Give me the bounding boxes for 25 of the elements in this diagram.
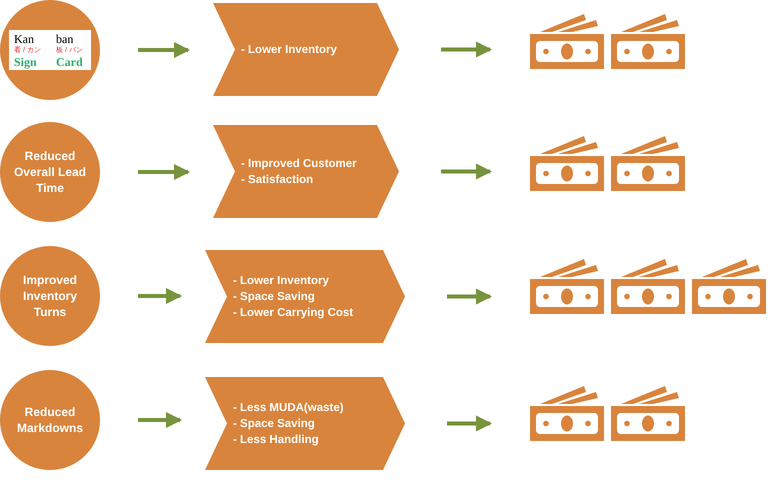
kanban-card <box>9 30 91 70</box>
bullet-text: - Space Saving <box>233 290 316 304</box>
card-word: Sign <box>14 56 37 68</box>
bullet-text: - Less Handling <box>233 432 320 448</box>
arrow <box>138 412 182 428</box>
bullet-text: - Lower Inventory <box>241 42 337 58</box>
bullet-text: - Less MUDA(waste) <box>233 400 344 416</box>
card-word: Card <box>56 56 83 68</box>
circle-label: Improved Inventory Turns <box>22 272 78 320</box>
bullet-text: - Lower Inventory <box>233 274 330 288</box>
circle-label: Reduced Overall Lead Time <box>12 148 88 196</box>
card-word: ban <box>56 33 74 45</box>
bullet-text: - Improved Customer <box>241 156 357 172</box>
circle-label: Reduced Markdowns <box>16 404 84 436</box>
arrow <box>447 288 492 304</box>
arrow <box>138 164 190 180</box>
arrow <box>441 164 492 180</box>
arrow <box>138 42 190 58</box>
arrow <box>441 42 492 58</box>
bullet-text: - Space Saving <box>233 416 316 432</box>
arrow <box>447 416 492 432</box>
arrow <box>138 288 182 304</box>
card-word: Kan <box>14 33 34 45</box>
bullet-text: - Lower Carrying Cost <box>233 306 354 320</box>
bullet-text: - Satisfaction <box>241 172 314 188</box>
